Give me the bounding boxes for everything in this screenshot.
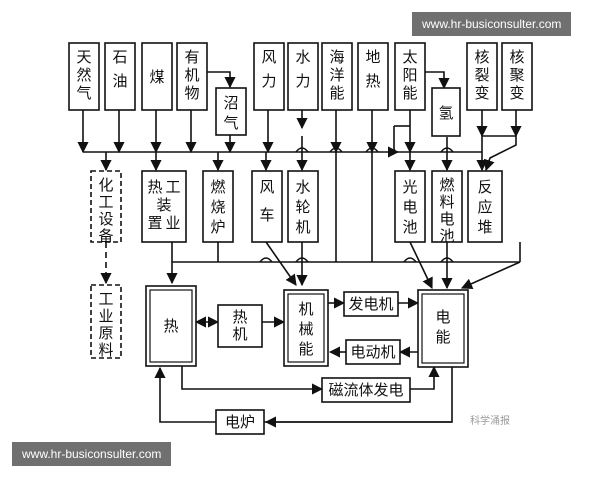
industrial-material-label: 工业原料 [98, 290, 113, 359]
source-label-organic-matter: 有机物 [184, 48, 199, 102]
mechanical-energy-label: 机械能 [298, 300, 313, 358]
converter-chemical-equipment [90, 170, 122, 243]
source-connectors [77, 71, 522, 158]
converter-photovoltaic-cell [394, 170, 426, 243]
source-nuclear-fusion [501, 42, 533, 111]
converter-fuel-cell [431, 170, 463, 243]
wechat-watermark: 科学涌报 [470, 416, 510, 427]
source-label-natural-gas: 天然气 [76, 48, 91, 102]
source-solar-energy [394, 42, 426, 111]
source-label-nuclear-fission: 核裂变 [474, 48, 489, 102]
source-petroleum [104, 42, 136, 111]
converter-label-turbine: 水轮机 [295, 178, 310, 236]
converter-windmill [251, 170, 283, 243]
electric-furnace-label: 电炉 [225, 413, 255, 431]
heat-label: 热 [163, 317, 178, 335]
source-label-solar-energy: 太阳能 [402, 48, 417, 102]
source-label-ocean-energy: 海洋能 [329, 48, 344, 102]
electric-furnace-box [215, 409, 265, 435]
converter-label-fuel-cell: 燃料电池 [439, 176, 454, 245]
mhd-generator-label: 磁流体发电 [328, 381, 403, 399]
converter-label-industrial-heat-device: 热工装置业 [147, 178, 180, 232]
source-label-biogas: 沼气 [223, 94, 238, 132]
source-label-coal: 煤 [149, 68, 164, 86]
source-biogas [215, 87, 247, 136]
source-geothermal [357, 42, 389, 111]
converter-turbine [287, 170, 319, 243]
electric-energy-label: 电能 [435, 308, 450, 346]
source-label-hydrogen: 氢 [438, 104, 453, 122]
energy-boxes [145, 285, 469, 435]
source-ocean-energy [321, 42, 353, 111]
mhd-generator-box [321, 377, 411, 403]
converter-label-furnace: 燃烧炉 [210, 178, 225, 236]
source-hydro-power [287, 42, 319, 111]
converter-label-photovoltaic-cell: 光电池 [402, 178, 417, 236]
source-nuclear-fission [466, 42, 498, 111]
converter-label-reactor: 反应堆 [477, 178, 492, 236]
heat-engine-box [217, 304, 263, 348]
source-wind-power [253, 42, 285, 111]
motor-box [345, 339, 401, 365]
main-bus [83, 147, 482, 153]
converter-boxes [90, 170, 503, 359]
motor-label: 电动机 [350, 343, 395, 361]
energy-links [154, 297, 453, 428]
converter-industrial-heat-device [141, 170, 187, 243]
source-label-hydro-power: 水力 [295, 48, 310, 90]
converter-connectors [100, 135, 517, 172]
heat-engine-label: 热机 [232, 308, 247, 343]
converter-reactor [467, 170, 503, 243]
source-label-nuclear-fusion: 核聚变 [509, 48, 524, 102]
watermark-bottom: www.hr-busiconsulter.com [12, 442, 172, 466]
source-label-wind-power: 风力 [261, 48, 276, 90]
secondary-bus [166, 152, 521, 290]
converter-label-windmill: 风车 [259, 178, 274, 224]
source-coal [141, 42, 173, 111]
converter-furnace [202, 170, 234, 243]
source-label-geothermal: 地热 [365, 48, 380, 90]
source-hydrogen [431, 87, 461, 137]
industrial-material-box [90, 284, 122, 359]
converter-label-chemical-equipment: 化工设备 [98, 176, 113, 245]
source-organic-matter [176, 42, 208, 111]
generator-label: 发电机 [348, 295, 393, 313]
labels: 天然气石油煤有机物沼气风力水力海洋能地热太阳能氢核裂变核聚变化工设备热工装置业燃… [76, 48, 524, 431]
watermark-top: www.hr-busiconsulter.com [412, 12, 572, 36]
source-natural-gas [68, 42, 100, 111]
source-boxes [68, 42, 533, 137]
source-label-petroleum: 石油 [112, 48, 127, 90]
generator-box [343, 291, 399, 317]
